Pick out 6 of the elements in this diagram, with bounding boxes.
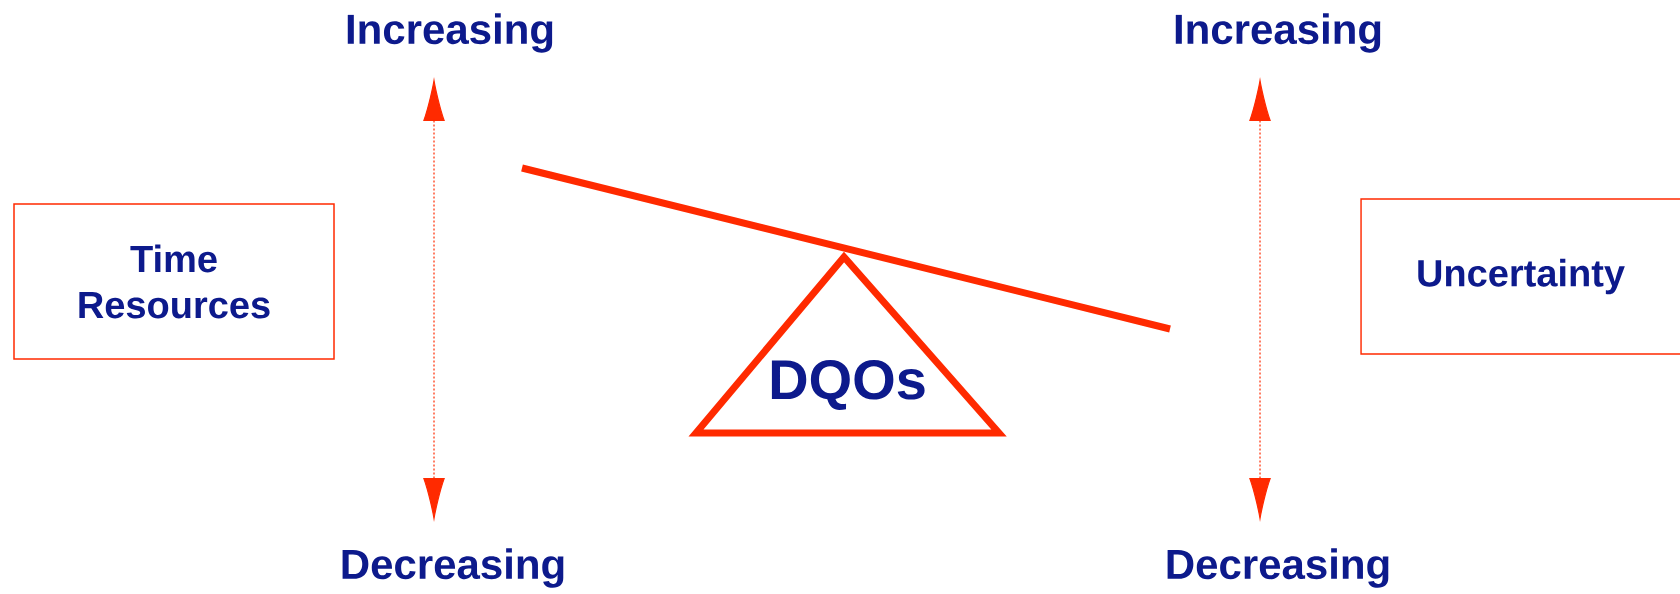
axis-label: Decreasing [1167,548,1389,588]
axis-label: Increasing [1175,13,1381,53]
axis-label: Decreasing [342,548,564,588]
text-box: Uncertainty [1360,198,1680,355]
text-box: Time Resources [13,203,335,360]
axis-label: Increasing [347,13,553,53]
